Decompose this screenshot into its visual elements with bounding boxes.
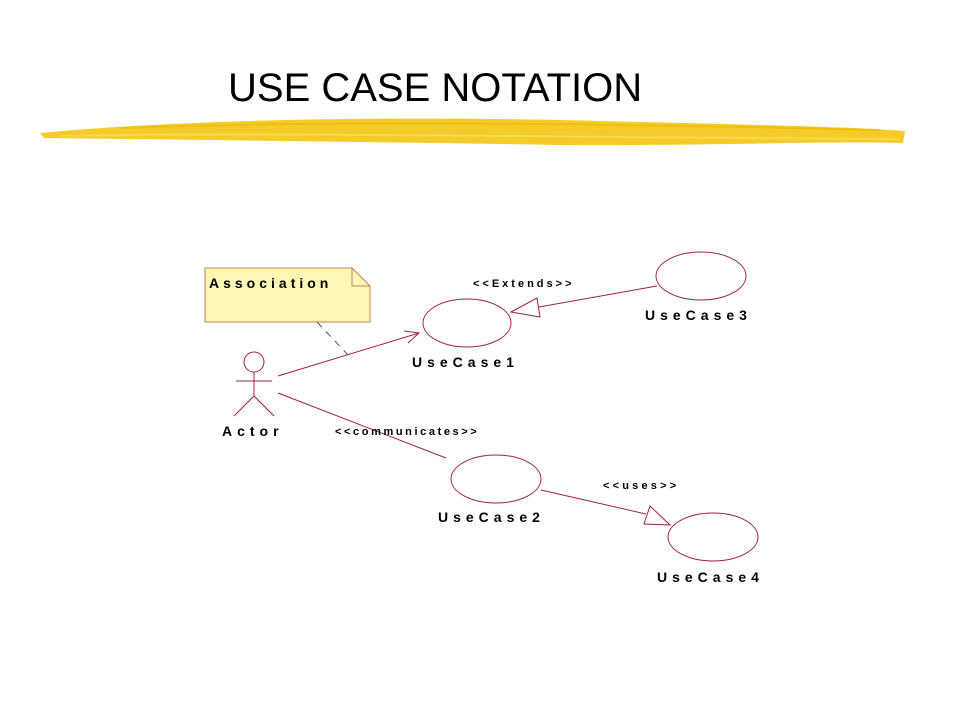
- use-case-1-label: UseCase1: [412, 354, 519, 370]
- note-label: Association: [209, 275, 332, 291]
- page-title: USE CASE NOTATION: [228, 66, 643, 110]
- use-case-2-label: UseCase2: [438, 509, 545, 525]
- communicates-label: <<communicates>>: [335, 426, 479, 438]
- use-case-2-ellipse: [450, 454, 542, 504]
- use-case-4-ellipse: [667, 512, 759, 562]
- uses-label: <<uses>>: [603, 480, 679, 492]
- use-case-3-label: UseCase3: [645, 307, 752, 323]
- use-case-4-label: UseCase4: [657, 569, 764, 585]
- communicates-line: [277, 392, 447, 459]
- association-arrow: [277, 330, 421, 377]
- use-case-1-ellipse: [422, 298, 512, 348]
- uses-arrow: [540, 489, 672, 526]
- extends-arrow: [509, 285, 658, 318]
- note-anchor-line: [316, 321, 349, 356]
- association-note: [204, 267, 371, 323]
- actor-figure: [233, 351, 275, 417]
- use-case-3-ellipse: [655, 251, 747, 301]
- actor-label: Actor: [222, 423, 284, 439]
- title-underline-stroke: [40, 118, 905, 146]
- extends-label: <<Extends>>: [473, 278, 575, 290]
